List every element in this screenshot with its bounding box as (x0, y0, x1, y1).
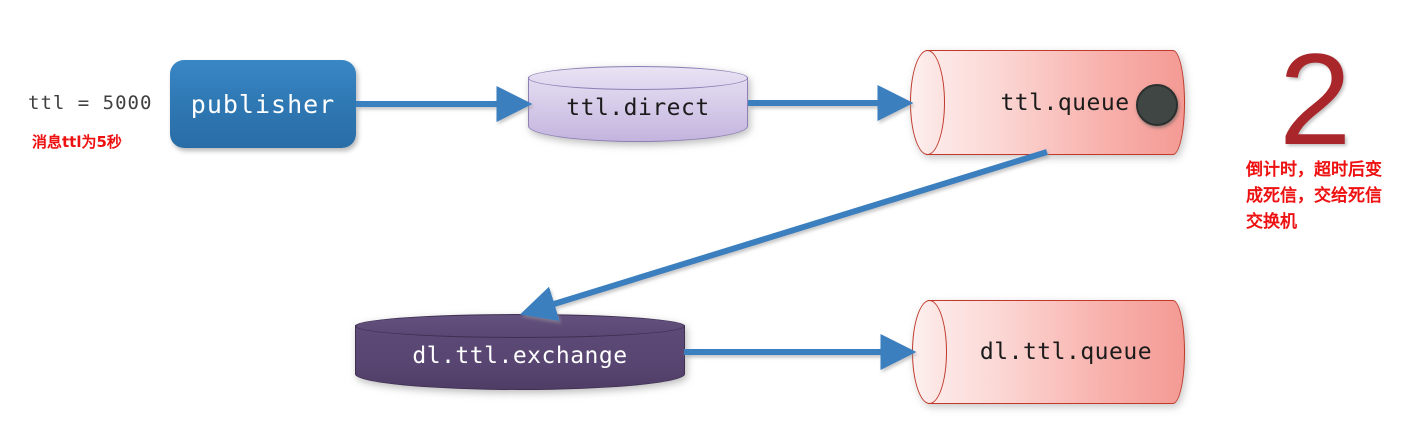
node-publisher-label: publisher (190, 89, 336, 119)
cylinder-body (928, 300, 1185, 404)
node-ttl-queue-label: ttl.queue (1000, 89, 1130, 116)
node-ttl-direct-label: ttl.direct (566, 95, 710, 121)
node-dl-ttl-queue[interactable]: dl.ttl.queue (912, 300, 1185, 404)
node-dl-ttl-queue-label: dl.ttl.queue (979, 339, 1153, 365)
ttl-note-label: 消息ttl为5秒 (32, 133, 122, 151)
cylinder-left-cap (910, 50, 945, 155)
node-dl-ttl-exchange-label: dl.ttl.exchange (412, 343, 628, 369)
arrow-ttl-queue-to-dl-exchange (519, 149, 1048, 322)
node-ttl-direct[interactable]: ttl.direct (528, 66, 748, 142)
node-publisher[interactable]: publisher (170, 60, 356, 148)
message-dot-icon (1136, 84, 1178, 126)
node-ttl-queue[interactable]: ttl.queue (910, 50, 1185, 155)
node-dl-ttl-exchange[interactable]: dl.ttl.exchange (355, 314, 685, 390)
step-number: 2 (1279, 26, 1352, 172)
cylinder-top-ellipse (528, 66, 748, 90)
cylinder-left-cap (912, 300, 947, 404)
step-note-label: 倒计时，超时后变成死信，交给死信交换机 (1246, 160, 1382, 232)
ttl-value-label: ttl = 5000 (28, 92, 153, 114)
